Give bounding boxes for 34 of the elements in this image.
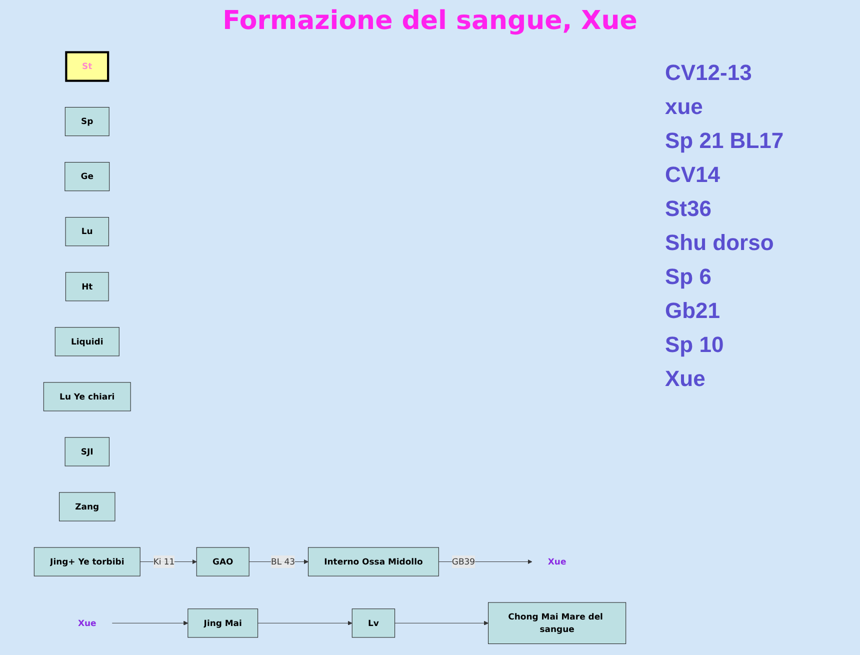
node-box: Ht bbox=[65, 272, 109, 302]
node-text: Xue bbox=[78, 618, 96, 628]
node-box: Jing+ Ye torbibi bbox=[34, 547, 140, 576]
point-label: Sp 6 bbox=[665, 264, 712, 290]
node-box: Chong Mai Mare del sangue bbox=[488, 602, 626, 644]
point-label: Sp 21 BL17 bbox=[665, 128, 784, 154]
node-box: St bbox=[65, 51, 110, 82]
node-box: Ge bbox=[64, 162, 110, 192]
point-label: Shu dorso bbox=[665, 230, 774, 256]
node-box: Lu Ye chiari bbox=[43, 382, 131, 412]
diagram-title: Formazione del sangue, Xue bbox=[222, 6, 638, 36]
node-box: Jing Mai bbox=[188, 608, 258, 638]
point-label: CV14 bbox=[665, 162, 720, 188]
point-label: St36 bbox=[665, 196, 712, 222]
edge-label: BL 43 bbox=[271, 556, 296, 567]
edge-label: Ki 11 bbox=[153, 556, 175, 567]
point-label: xue bbox=[665, 94, 703, 120]
node-box: Interno Ossa Midollo bbox=[308, 547, 439, 576]
node-text: Xue bbox=[548, 556, 566, 567]
arrow bbox=[258, 620, 352, 626]
arrow bbox=[394, 620, 488, 626]
node-box: Liquidi bbox=[54, 327, 120, 356]
point-label: Sp 10 bbox=[665, 332, 724, 358]
edge-label: GB39 bbox=[452, 556, 476, 567]
node-box: SJI bbox=[64, 437, 110, 466]
node-box: Lv bbox=[352, 608, 396, 638]
node-box: Zang bbox=[59, 492, 116, 522]
arrow bbox=[112, 620, 188, 626]
node-box: GAO bbox=[196, 547, 250, 576]
point-label: Gb21 bbox=[665, 298, 720, 324]
node-box: Lu bbox=[65, 217, 109, 246]
node-box: Sp bbox=[64, 107, 110, 136]
point-label: CV12-13 bbox=[665, 60, 752, 86]
point-label: Xue bbox=[665, 366, 706, 392]
